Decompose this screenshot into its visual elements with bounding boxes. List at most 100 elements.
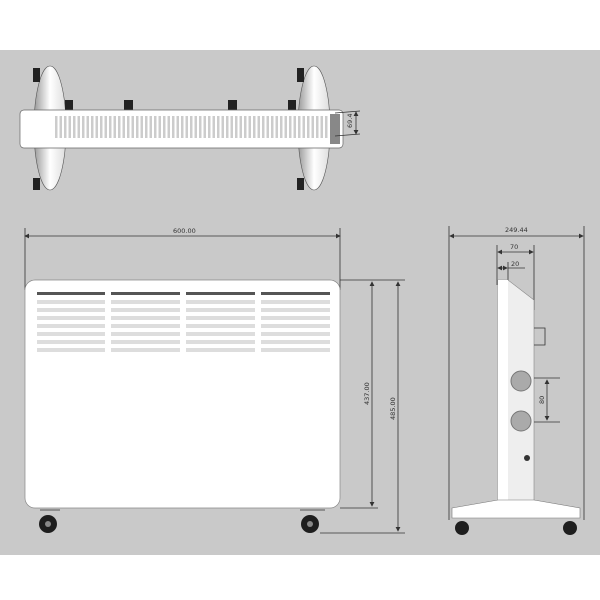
grille-slot	[111, 292, 180, 295]
side-view: 249.44 70 20 80	[448, 226, 585, 535]
grille-slot	[104, 116, 107, 138]
dim-side-depth: 249.44	[505, 226, 528, 234]
grille-slot	[59, 116, 62, 138]
dim-width: 600.00	[173, 227, 196, 235]
grille-slot	[186, 348, 255, 352]
grille-slot	[91, 116, 94, 138]
grille-slot	[172, 116, 175, 138]
top-grille	[55, 116, 328, 138]
grille-slot	[266, 116, 269, 138]
grille-slot	[158, 116, 161, 138]
grille-slot	[271, 116, 274, 138]
grille-slot	[181, 116, 184, 138]
grille-slot	[261, 316, 330, 320]
grille-slot	[186, 292, 255, 295]
dim-top-depth: 69.4	[346, 114, 354, 128]
grille-slot	[186, 332, 255, 336]
grille-slot	[127, 116, 130, 138]
grille-slot	[244, 116, 247, 138]
grille-slot	[185, 116, 188, 138]
grille-slot	[257, 116, 260, 138]
knob-lower	[510, 410, 532, 432]
side-wheel-right	[563, 521, 577, 535]
grille-slot	[109, 116, 112, 138]
grille-slot	[37, 324, 105, 328]
grille-slot	[154, 116, 157, 138]
grille-slot	[113, 116, 116, 138]
grille-slot	[261, 324, 330, 328]
grille-slot	[100, 116, 103, 138]
grille-slot	[136, 116, 139, 138]
dim-knob-spacing: 80	[538, 396, 546, 404]
grille-slot	[208, 116, 211, 138]
grille-slot	[293, 116, 296, 138]
grille-slot	[311, 116, 314, 138]
grille-slot	[235, 116, 238, 138]
dim-total-height: 485.00	[389, 397, 397, 420]
grille-slot	[111, 300, 180, 304]
grille-slot	[186, 316, 255, 320]
grille-slot	[111, 324, 180, 328]
grille-slot	[261, 348, 330, 352]
grille-slot	[217, 116, 220, 138]
grille-slot	[111, 340, 180, 344]
grille-slot	[111, 332, 180, 336]
grille-slot	[131, 116, 134, 138]
grille-slot	[261, 332, 330, 336]
grille-slot	[261, 300, 330, 304]
side-stand	[451, 499, 581, 519]
grille-slot	[239, 116, 242, 138]
dim-offset-70: 70	[510, 243, 518, 251]
grille-slot	[55, 116, 58, 138]
grille-slot	[37, 340, 105, 344]
grille-slot	[289, 116, 292, 138]
grille-slot	[37, 332, 105, 336]
grille-slot	[73, 116, 76, 138]
grille-slot	[316, 116, 319, 138]
grille-slot	[163, 116, 166, 138]
heater-panel	[24, 279, 341, 509]
grille-slot	[95, 116, 98, 138]
grille-slot	[37, 308, 105, 312]
grille-slot	[284, 116, 287, 138]
grille-slot	[298, 116, 301, 138]
grille-slot	[199, 116, 202, 138]
grille-slot	[275, 116, 278, 138]
grille-slot	[64, 116, 67, 138]
grille-slot	[118, 116, 121, 138]
grille-slot	[194, 116, 197, 138]
grille-slot	[190, 116, 193, 138]
grille-slot	[37, 300, 105, 304]
grille-slot	[149, 116, 152, 138]
grille-slot	[111, 316, 180, 320]
grille-slot	[325, 116, 328, 138]
grille-slot	[280, 116, 283, 138]
grille-slot	[261, 340, 330, 344]
grille-slot	[307, 116, 310, 138]
grille-slot	[320, 116, 323, 138]
grille-slot	[226, 116, 229, 138]
grille-slot	[261, 308, 330, 312]
front-view: 600.00 437.00 485.00	[24, 227, 405, 534]
grille-slot	[82, 116, 85, 138]
knob-upper	[510, 370, 532, 392]
front-grille	[37, 292, 330, 352]
grille-slot	[37, 292, 105, 295]
grille-slot	[37, 316, 105, 320]
grille-slot	[186, 300, 255, 304]
dim-panel-height: 437.00	[363, 382, 371, 405]
grille-slot	[230, 116, 233, 138]
grille-slot	[86, 116, 89, 138]
grille-slot	[203, 116, 206, 138]
grille-slot	[176, 116, 179, 138]
grille-slot	[167, 116, 170, 138]
grille-slot	[68, 116, 71, 138]
grille-slot	[140, 116, 143, 138]
grille-slot	[122, 116, 125, 138]
grille-slot	[145, 116, 148, 138]
grille-slot	[262, 116, 265, 138]
grille-slot	[111, 348, 180, 352]
grille-slot	[111, 308, 180, 312]
top-view: 69.4	[19, 65, 361, 191]
